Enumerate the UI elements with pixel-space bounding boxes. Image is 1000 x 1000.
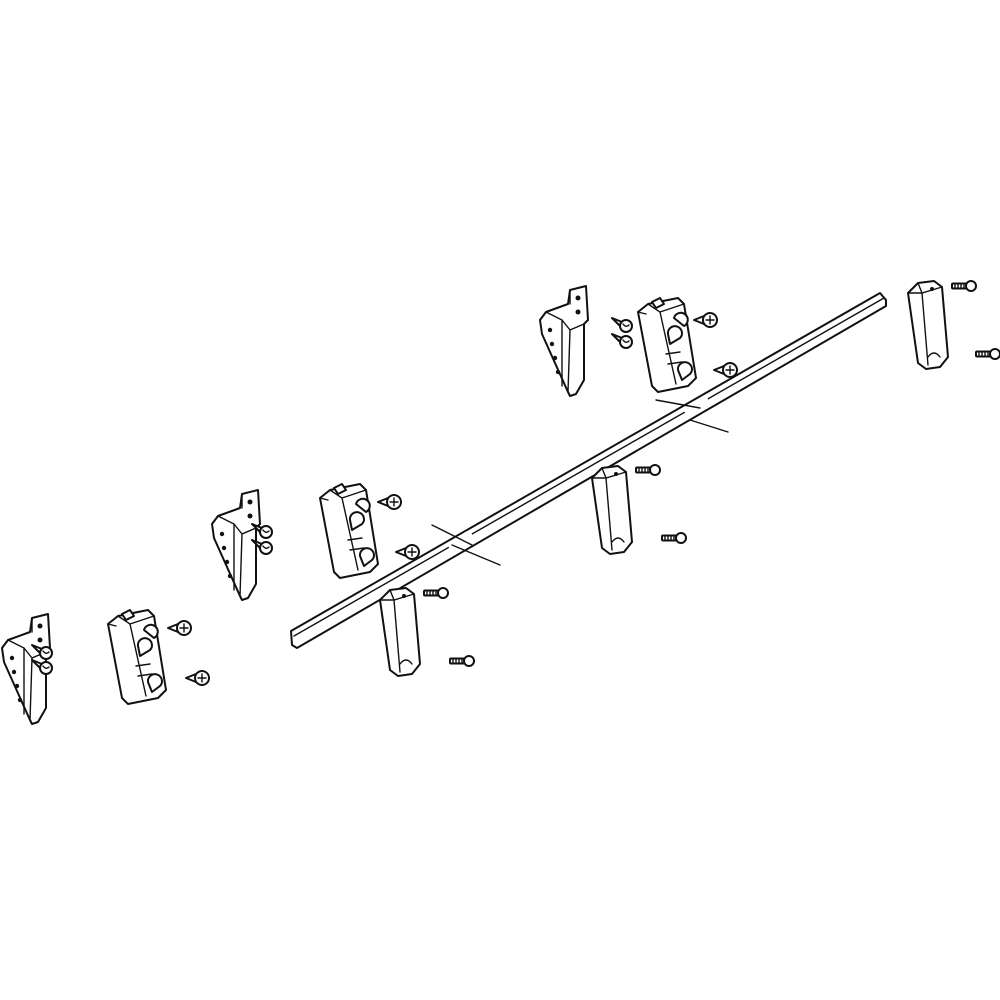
machine-screw [975, 348, 1000, 360]
angle-bracket [539, 285, 589, 397]
pan-head-screw [377, 494, 402, 510]
machine-screw [635, 464, 661, 476]
angle-bracket [211, 489, 261, 601]
hinge-block [319, 483, 379, 579]
pan-head-screw [395, 544, 420, 560]
pan-head-screw [693, 312, 718, 328]
hinge-block [637, 297, 697, 393]
channel-clip [907, 280, 949, 370]
pan-head-screw [185, 670, 210, 686]
hinge-block [107, 609, 167, 705]
channel-clip [379, 587, 421, 677]
machine-screw [449, 655, 475, 667]
pan-head-screw [713, 362, 738, 378]
rail [290, 292, 887, 649]
machine-screw [951, 280, 977, 292]
channel-clip [591, 465, 633, 555]
machine-screw [661, 532, 687, 544]
self-tapping-screw [611, 333, 633, 349]
pan-head-screw [167, 620, 192, 636]
self-tapping-screw [611, 317, 633, 333]
machine-screw [423, 587, 449, 599]
rail-break-mark [431, 396, 729, 566]
